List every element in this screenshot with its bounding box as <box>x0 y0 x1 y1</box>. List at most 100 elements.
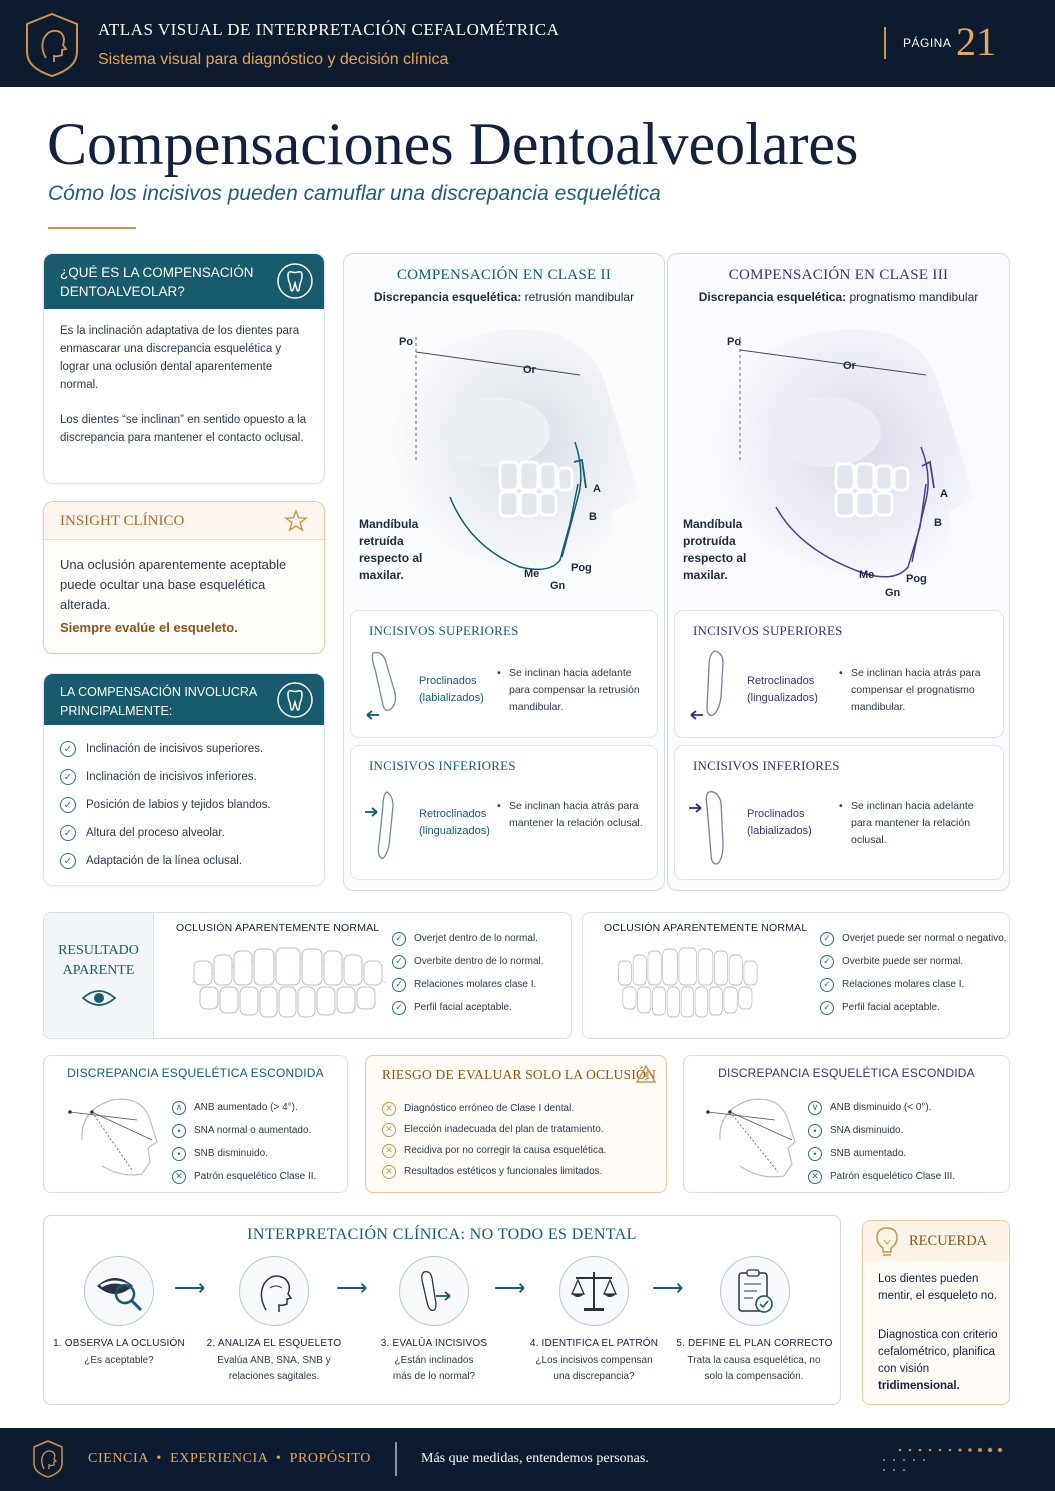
involves-heading-line1: LA COMPENSACIÓN INVOLUCRA <box>60 685 258 699</box>
check-icon: ✓ <box>60 741 76 757</box>
hidden-right-list: ∨ANB disminuido (< 0°). •SNA disminuido.… <box>808 1096 955 1188</box>
list-item: ✓Altura del proceso alveolar. <box>60 819 271 847</box>
check-icon: ✓ <box>820 977 834 992</box>
class2-title: COMPENSACIÓN EN CLASE II <box>396 267 612 283</box>
involves-list: ✓Inclinación de incisivos superiores. ✓I… <box>60 735 271 875</box>
class2-lower-desc: •Se inclinan hacia atrás para mantener l… <box>497 800 643 829</box>
arrow-right-icon: ⟶ <box>336 1275 368 1300</box>
measure-icon: ∨ <box>808 1100 822 1115</box>
arrow-right-icon: ⟶ <box>174 1275 206 1300</box>
step-2-desc: Evalúa ANB, SNA, SNB y relaciones sagita… <box>217 1355 331 1382</box>
result-right-heading: OCLUSIÓN APARENTEMENTE NORMAL <box>604 922 808 934</box>
atlas-title: ATLAS VISUAL DE INTERPRETACIÓN CEFALOMÉT… <box>98 20 560 39</box>
list-item: ✓Relaciones molares clase I. <box>392 973 544 996</box>
cephalometric-tracing-icon <box>68 1098 158 1176</box>
what-is-heading-line1: ¿QUÉ ES LA COMPENSACIÓN <box>60 265 254 280</box>
retroclined-incisor-icon <box>365 791 394 859</box>
class3-lower-card: INCISIVOS INFERIORES Proclinados (labial… <box>674 745 1004 880</box>
class3-title: COMPENSACIÓN EN CLASE III <box>728 267 949 283</box>
class3-po-label: Po <box>727 336 742 348</box>
class3-upper-desc: •Se inclinan hacia atrás para compensar … <box>839 667 981 713</box>
class2-skull-xray <box>390 329 640 581</box>
footer-divider <box>395 1442 397 1476</box>
class2-me-label: Me <box>524 568 540 580</box>
measure-icon: • <box>808 1123 822 1138</box>
list-item: ✕Resultados estéticos y funcionales limi… <box>382 1161 606 1182</box>
insight-emphasis: Siempre evalúe el esqueleto. <box>60 620 238 635</box>
risk-card: RIESGO DE EVALUAR SOLO LA OCLUSIÓN ✕Diag… <box>365 1055 667 1193</box>
check-icon: ✓ <box>820 954 834 969</box>
list-item: ✓Overjet dentro de lo normal. <box>392 927 544 950</box>
step-4-title: 4. IDENTIFICA EL PATRÓN <box>529 1338 659 1349</box>
teeth-front-illustration <box>191 947 387 1018</box>
atlas-subtitle: Sistema visual para diagnóstico y decisi… <box>98 51 449 68</box>
check-icon: ✓ <box>392 931 406 946</box>
class3-skull-xray <box>716 329 974 586</box>
measure-icon: • <box>808 1146 822 1161</box>
class3-mandible-label: Mandíbula protruída respecto al maxilar. <box>683 517 747 582</box>
what-is-card: ¿QUÉ ES LA COMPENSACIÓN DENTOALVEOLAR? E… <box>43 253 325 484</box>
list-item: ✓Overbite puede ser normal. <box>820 950 1007 973</box>
step-5: 5. DEFINE EL PLAN CORRECTO Trata la caus… <box>672 1256 837 1385</box>
proclined-incisor-icon <box>366 651 397 720</box>
class2-subtitle: Discrepancia esquelética: retrusión mand… <box>373 290 635 304</box>
incisor-inclination-icon <box>399 1256 469 1326</box>
check-icon: ✓ <box>820 1000 834 1015</box>
class2-lower-label: Retroclinados (lingualizados) <box>419 808 490 837</box>
lightbulb-icon <box>876 1227 898 1256</box>
check-icon: ✓ <box>60 769 76 785</box>
cephalometric-tracing-icon <box>706 1098 796 1178</box>
eye-icon <box>81 990 117 1006</box>
check-icon: ✓ <box>60 825 76 841</box>
list-item: ✓Posición de labios y tejidos blandos. <box>60 791 271 819</box>
list-item: •SNB disminuido. <box>172 1142 316 1165</box>
list-item: ✓Inclinación de incisivos inferiores. <box>60 763 271 791</box>
remember-card: RECUERDA Los dientes pueden mentir, el e… <box>862 1220 1010 1405</box>
step-5-title: 5. DEFINE EL PLAN CORRECTO <box>676 1338 833 1349</box>
header-bar: ATLAS VISUAL DE INTERPRETACIÓN CEFALOMÉT… <box>0 0 1055 87</box>
class2-upper-heading: INCISIVOS SUPERIORES <box>369 623 519 638</box>
tooth-icon <box>277 263 313 299</box>
class3-panel: COMPENSACIÓN EN CLASE III Discrepancia e… <box>667 253 1010 891</box>
footer-bar: CIENCIA • EXPERIENCIA • PROPÓSITO Más qu… <box>0 1428 1055 1491</box>
list-item: •SNA normal o aumentado. <box>172 1119 316 1142</box>
step-3-desc: ¿Están inclinados más de lo normal? <box>392 1355 476 1382</box>
insight-card: INSIGHT CLÍNICO Una oclusión aparentemen… <box>43 501 325 654</box>
remember-p1: Los dientes pueden mentir, el esqueleto … <box>878 1273 997 1302</box>
step-3: 3. EVALÚA INCISIVOS ¿Están inclinados má… <box>354 1256 514 1385</box>
list-item: ✕Diagnóstico erróneo de Clase I dental. <box>382 1098 606 1119</box>
check-icon: ✓ <box>820 931 834 946</box>
step-2: 2. ANALIZA EL ESQUELETO Evalúa ANB, SNA,… <box>194 1256 354 1385</box>
arrow-right-icon: ⟶ <box>494 1275 526 1300</box>
class3-me-label: Me <box>859 569 875 581</box>
result-left-heading: OCLUSIÓN APARENTEMENTE NORMAL <box>176 922 380 934</box>
what-is-header: ¿QUÉ ES LA COMPENSACIÓN DENTOALVEOLAR? <box>44 254 324 309</box>
what-is-heading-line2: DENTOALVEOLAR? <box>60 284 185 299</box>
result-left-list: ✓Overjet dentro de lo normal. ✓Overbite … <box>392 927 544 1019</box>
warning-icon <box>636 1064 656 1083</box>
page-title: Compensaciones Dentoalveolares <box>47 111 859 177</box>
head-profile-icon <box>239 1256 309 1326</box>
decorative-dots <box>883 1447 1003 1471</box>
step-5-desc: Trata la causa esquelética, no solo la c… <box>687 1355 821 1382</box>
measure-icon: ✕ <box>172 1169 186 1184</box>
title-rule <box>48 227 136 229</box>
hidden-right-card: DISCREPANCIA ESQUELÉTICA ESCONDIDA ∨ANB … <box>683 1055 1010 1193</box>
tooth-icon <box>277 682 313 718</box>
list-item: ✕Recidiva por no corregir la causa esque… <box>382 1140 606 1161</box>
involves-heading-line2: PRINCIPALMENTE: <box>60 704 173 718</box>
page-number: 21 <box>956 19 996 64</box>
class3-b-label: B <box>934 517 942 529</box>
class3-lower-label: Proclinados (labializados) <box>747 808 812 837</box>
class2-po-label: Po <box>399 336 414 348</box>
measure-icon: ∧ <box>172 1100 186 1115</box>
class2-upper-desc: •Se inclinan hacia adelante para compens… <box>497 667 640 713</box>
class2-pog-label: Pog <box>571 562 592 574</box>
check-icon: ✓ <box>392 954 406 969</box>
clipboard-check-icon <box>719 1256 790 1326</box>
class3-upper-card: INCISIVOS SUPERIORES Retroclinados (ling… <box>674 610 1004 738</box>
step-2-title: 2. ANALIZA EL ESQUELETO <box>206 1338 342 1349</box>
list-item: ✕Patrón esquelético Clase III. <box>808 1165 955 1188</box>
